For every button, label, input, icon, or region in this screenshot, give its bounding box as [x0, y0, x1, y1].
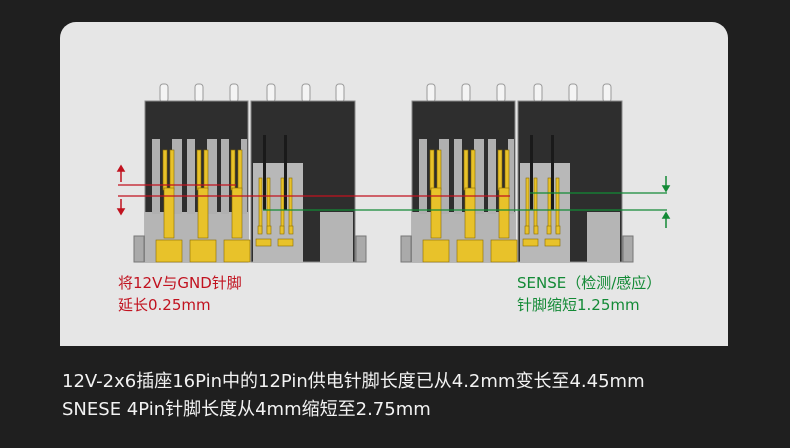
- connector-old: [133, 83, 367, 263]
- sense-pin-label-line1: SENSE（检测/感应）: [517, 274, 662, 292]
- caption-line1: 12V-2x6插座16Pin中的12Pin供电针脚长度已从4.2mm变长至4.4…: [62, 371, 645, 392]
- power-pin-label: 将12V与GND针脚 延长0.25mm: [118, 272, 242, 316]
- green-arrows-icon: [661, 176, 671, 228]
- red-arrows-icon: [116, 164, 126, 216]
- power-pin-label-line1: 将12V与GND针脚: [118, 274, 242, 292]
- connector-new: [400, 83, 634, 263]
- sense-pin-label-line2: 针脚缩短1.25mm: [517, 296, 640, 314]
- power-pin-label-line2: 延长0.25mm: [118, 296, 211, 314]
- caption-line2: SNESE 4Pin针脚长度从4mm缩短至2.75mm: [62, 399, 431, 420]
- sense-pin-label: SENSE（检测/感应） 针脚缩短1.25mm: [517, 272, 661, 316]
